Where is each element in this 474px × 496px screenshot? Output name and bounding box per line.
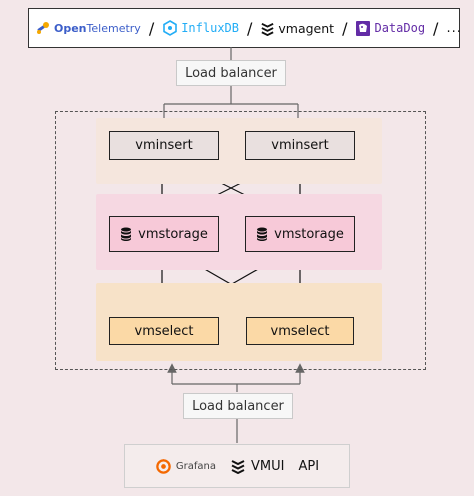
vmstorage-label: vmstorage <box>138 226 208 242</box>
client-api: API <box>298 458 320 474</box>
opentelemetry-label-prefix: Open <box>54 21 87 35</box>
grafana-label: Grafana <box>175 460 217 472</box>
separator: / <box>148 18 155 38</box>
vminsert-node: vminsert <box>109 131 219 160</box>
separator: / <box>247 18 253 38</box>
vmstorage-label: vmstorage <box>274 226 344 242</box>
clients-bar: Grafana VMUI API <box>124 444 350 488</box>
load-balancer-top: Load balancer <box>176 60 286 86</box>
data-sources-bar: OpenTelemetry / InfluxDB / vmagent / Dat… <box>28 8 462 48</box>
vmui-icon <box>231 460 245 474</box>
vmui-label: VMUI <box>251 458 285 474</box>
influxdb-label: InfluxDB <box>181 21 239 35</box>
load-balancer-bottom: Load balancer <box>183 393 293 419</box>
source-vmagent: vmagent <box>260 21 334 36</box>
source-influxdb: InfluxDB <box>162 20 239 36</box>
opentelemetry-icon <box>37 22 49 34</box>
cluster-frame <box>55 111 426 370</box>
database-icon <box>121 227 132 241</box>
source-datadog: DataDog <box>355 20 425 37</box>
vmselect-node: vmselect <box>109 317 219 345</box>
separator: / <box>433 18 439 38</box>
source-opentelemetry: OpenTelemetry <box>35 20 141 36</box>
grafana-icon <box>156 458 171 474</box>
datadog-icon <box>356 20 371 36</box>
datadog-label: DataDog <box>374 21 426 35</box>
vminsert-node: vminsert <box>245 131 355 160</box>
vmstorage-node: vmstorage <box>109 216 219 252</box>
vmstorage-node: vmstorage <box>245 216 355 252</box>
vmagent-icon <box>261 22 274 36</box>
more-sources-ellipsis: ... <box>446 20 462 36</box>
client-grafana: Grafana <box>155 458 216 475</box>
vmselect-node: vmselect <box>246 317 354 345</box>
database-icon <box>257 227 268 241</box>
vmagent-label: vmagent <box>278 20 335 36</box>
separator: / <box>342 18 348 38</box>
client-vmui: VMUI <box>230 458 285 474</box>
opentelemetry-label-rest: Telemetry <box>86 21 141 35</box>
influxdb-icon <box>163 20 178 36</box>
